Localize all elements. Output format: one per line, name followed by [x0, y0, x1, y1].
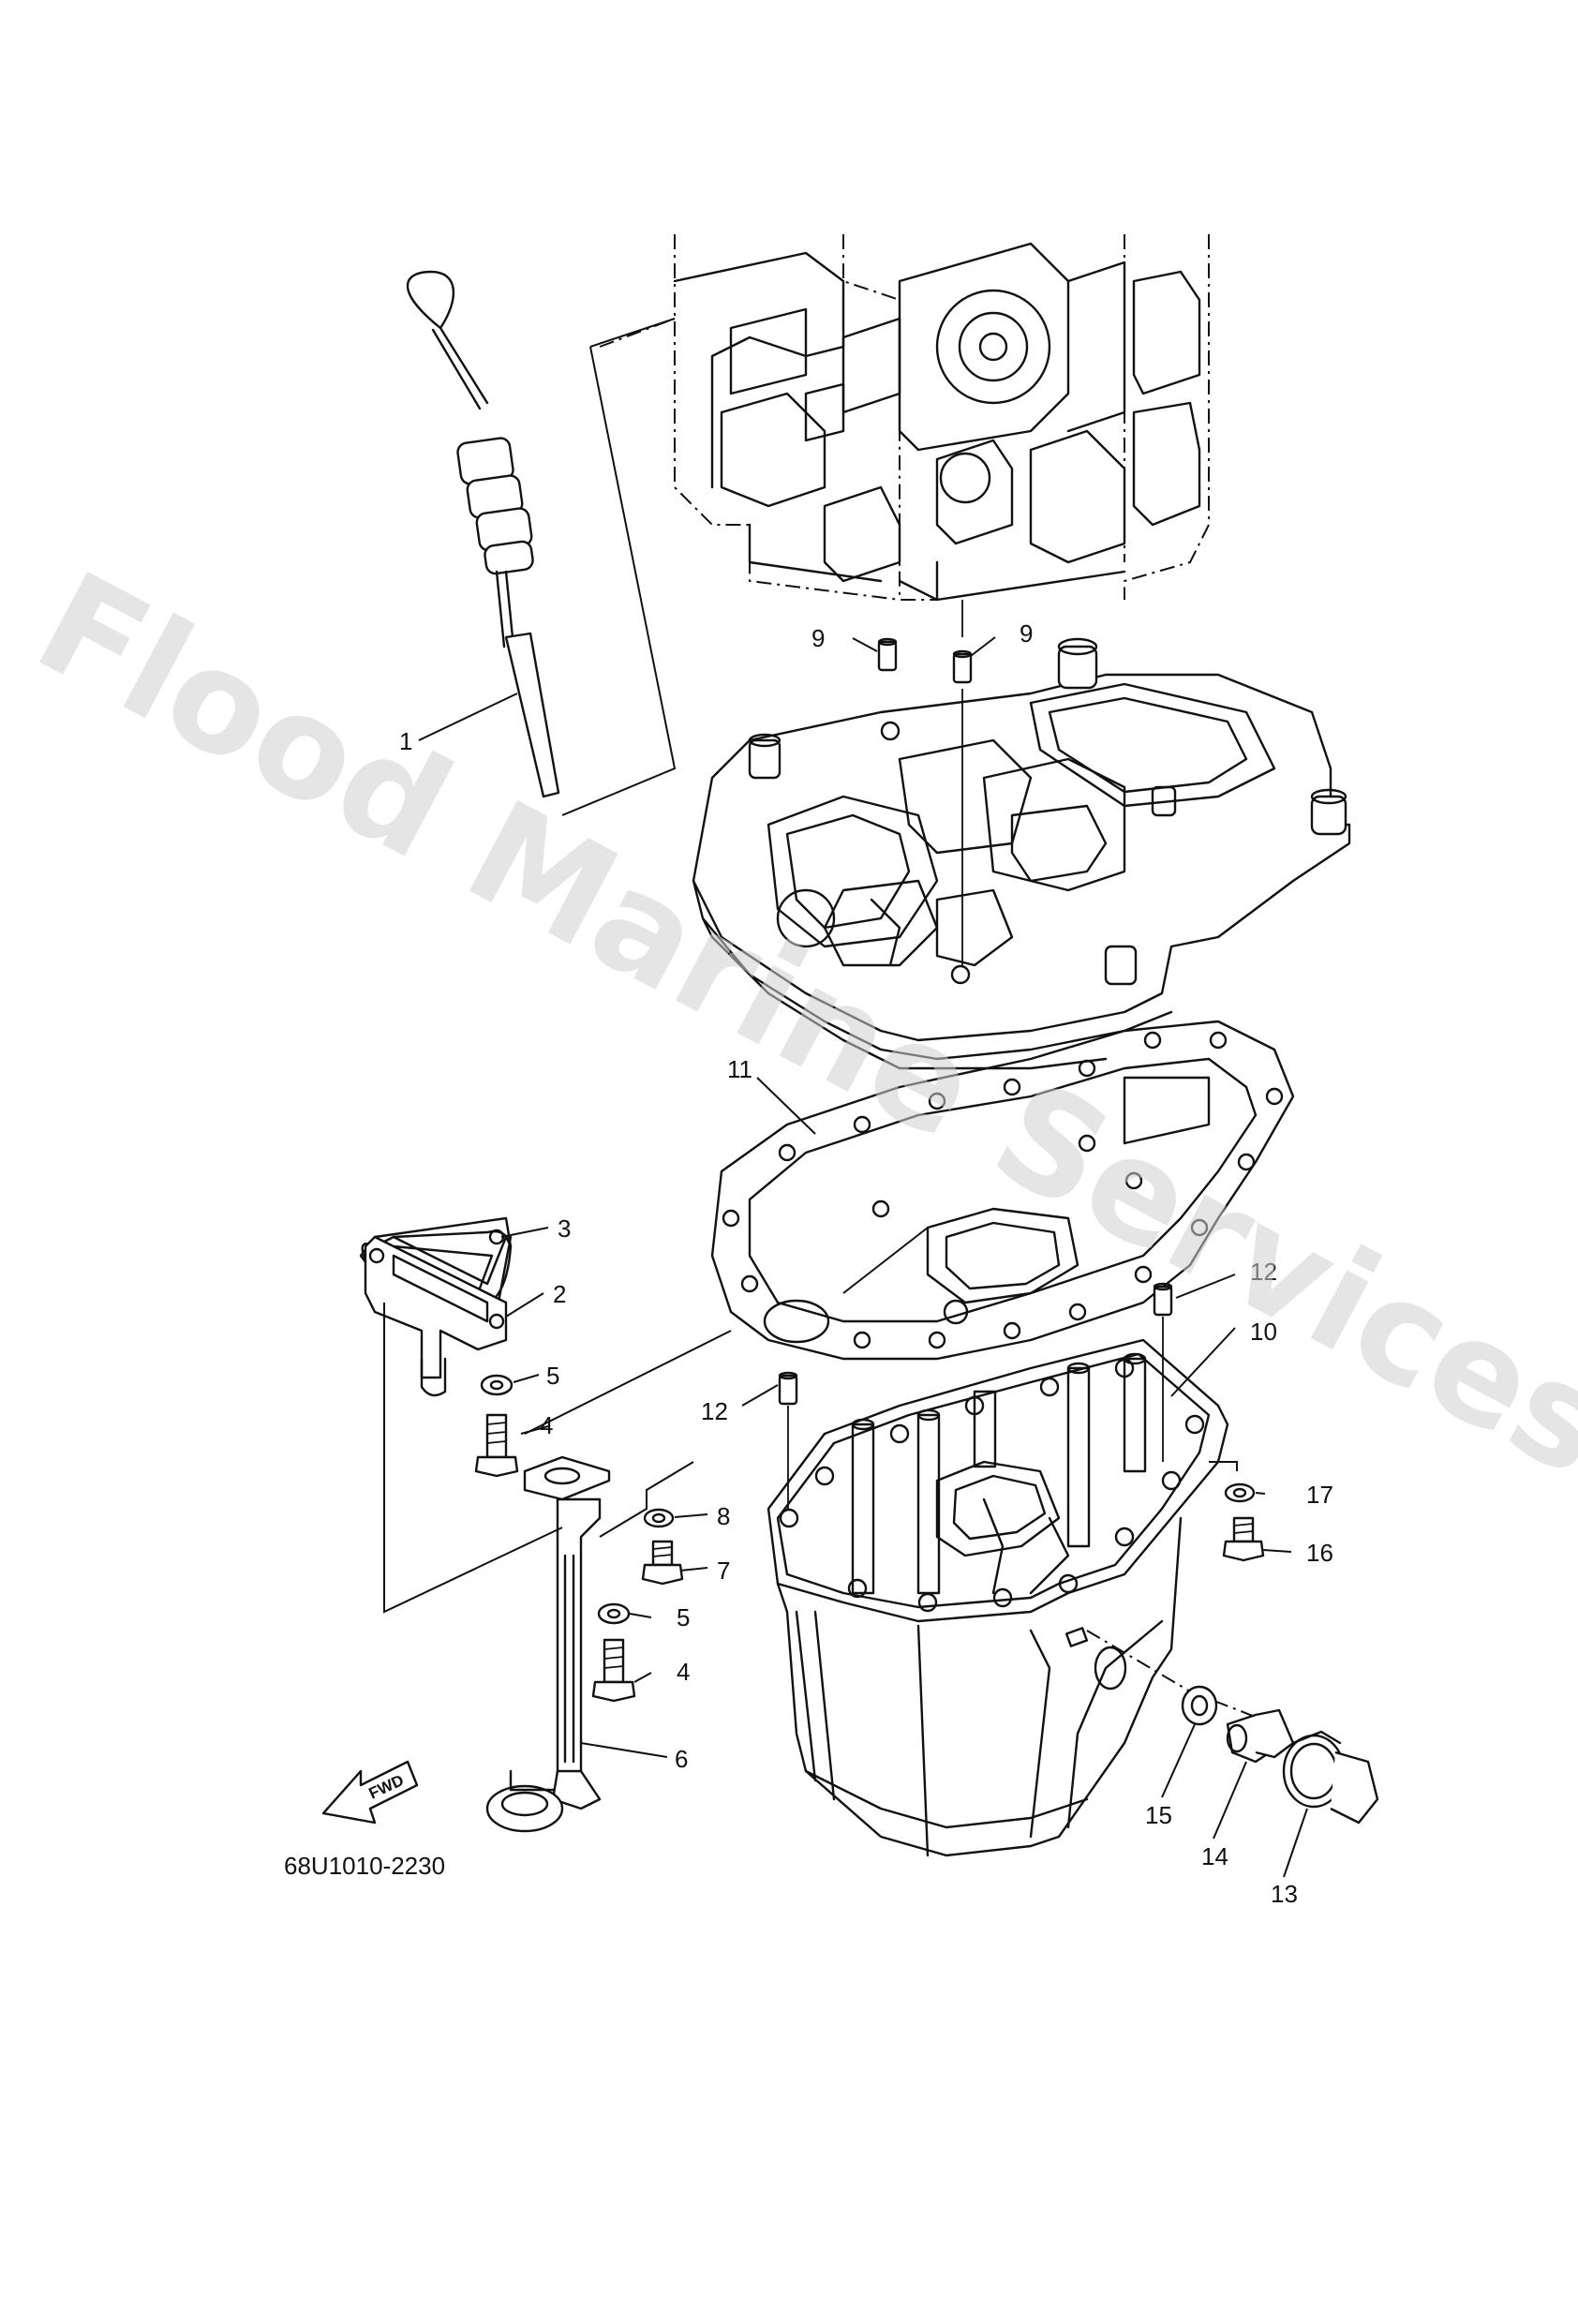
- dowel-pin-12-left: [778, 1371, 798, 1406]
- callout-labels: 1 2 3 4 4 5 5 6 7 8 9 9 10 11 12 12 13 1…: [399, 619, 1333, 1908]
- callout-12-right: 12: [1250, 1258, 1277, 1286]
- callout-4-upper: 4: [540, 1411, 553, 1439]
- callout-15: 15: [1145, 1801, 1172, 1829]
- callout-6: 6: [675, 1745, 688, 1773]
- leader-lines: [418, 636, 1308, 1878]
- bolt-4-upper: [474, 1413, 519, 1478]
- bolt-7: [641, 1540, 684, 1586]
- callout-11: 11: [727, 1055, 752, 1083]
- washer-5-lower: [597, 1602, 631, 1625]
- callout-13: 13: [1271, 1880, 1298, 1908]
- callout-16: 16: [1306, 1539, 1333, 1567]
- callout-5-lower: 5: [677, 1603, 690, 1631]
- callout-10: 10: [1250, 1318, 1277, 1346]
- callout-8: 8: [717, 1502, 730, 1530]
- exhaust-guide: [692, 637, 1351, 1070]
- drain-washer-15: [1181, 1685, 1218, 1726]
- watermark: Flood Marine Services: [12, 542, 1578, 1508]
- drain-cap-13: [1282, 1730, 1379, 1825]
- washer-17-bracket: [1209, 1461, 1238, 1471]
- dowel-pin-9-right: [952, 649, 973, 684]
- callout-4-lower: 4: [677, 1658, 690, 1686]
- bolt-16: [1222, 1516, 1265, 1562]
- dowel-pin-12-right: [1153, 1282, 1173, 1317]
- drain-bolt-14: [1226, 1708, 1295, 1764]
- callout-7: 7: [717, 1557, 730, 1585]
- oil-pan: [767, 1338, 1229, 1857]
- callout-17: 17: [1306, 1481, 1333, 1509]
- callout-9-right: 9: [1020, 619, 1033, 648]
- callout-1: 1: [399, 727, 412, 755]
- engine-block-detail: [673, 242, 1201, 602]
- oil-strainer-pipe: [485, 1455, 611, 1833]
- callout-12-left: 12: [701, 1397, 728, 1425]
- dipstick: [407, 270, 560, 798]
- callout-5-upper: 5: [546, 1362, 559, 1390]
- diagram-reference-code: 68U1010-2230: [284, 1852, 445, 1880]
- callout-14: 14: [1201, 1842, 1228, 1870]
- callout-3: 3: [558, 1214, 571, 1243]
- fwd-arrow: FWD: [321, 1760, 419, 1825]
- dowel-pin-9-left: [877, 637, 898, 672]
- callout-2: 2: [553, 1280, 566, 1308]
- washer-17: [1224, 1482, 1256, 1503]
- strainer-housing: [364, 1235, 508, 1397]
- gasket-main: [710, 1020, 1295, 1361]
- washer-8: [643, 1508, 675, 1528]
- callout-9-left: 9: [811, 624, 825, 652]
- bolt-4-lower: [591, 1638, 636, 1703]
- drain-axis: [1086, 1630, 1275, 1725]
- dipstick-bracket: [561, 318, 677, 816]
- dowel-pin-12-axis: [787, 1317, 1164, 1509]
- washer-5-upper: [480, 1374, 514, 1396]
- strainer-bracket: [383, 1303, 694, 1614]
- gasket-main-axis: [524, 1227, 929, 1435]
